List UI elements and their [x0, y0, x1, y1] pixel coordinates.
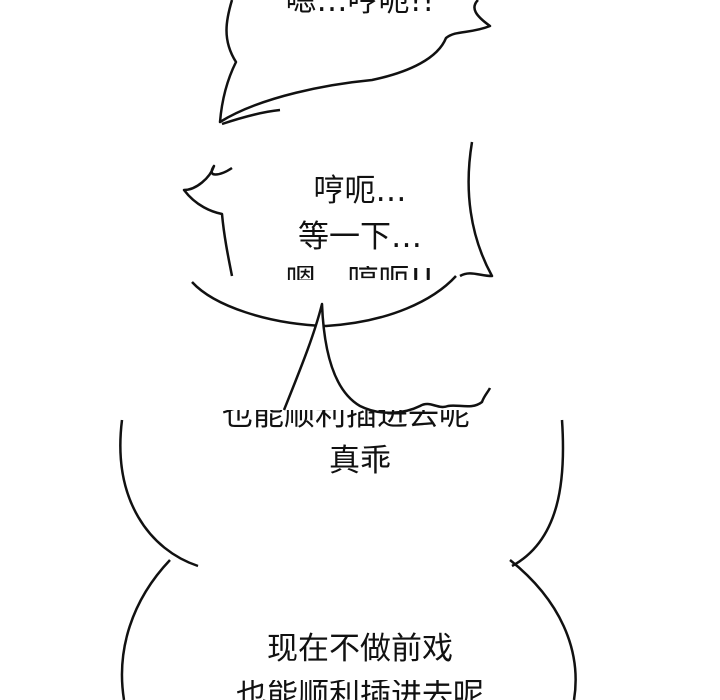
bubble-3-line-1-clip: 也能顺利插进去呢	[0, 410, 720, 434]
bubble-1-line-1: 嗯…哼呃!!	[285, 0, 435, 18]
bubble-1-outline	[218, 0, 492, 124]
bubble-1-text-clip: 嗯…哼呃!!	[0, 0, 720, 18]
bubble-2-line-3: 嗯，哼呃!!	[0, 266, 720, 280]
bubble-2-outline	[184, 108, 490, 327]
bubble-3-line-1: 也能顺利插进去呢	[222, 410, 470, 433]
bubble-2-line-2: 等一下…	[298, 219, 422, 255]
bubble-4-outline	[120, 559, 577, 700]
bubble-4-line-1: 现在不做前戏	[267, 631, 453, 667]
bubble-2-line-3-clip: 嗯，哼呃!!	[0, 266, 720, 280]
bubble-4-line-2: 也能顺利插进去呢	[236, 680, 484, 700]
bubble-3-outline	[119, 419, 565, 568]
bubble-4-line-2-clip: 也能顺利插进去呢	[0, 680, 720, 700]
bubble-2-tail	[282, 302, 492, 414]
bubble-3-line-2: 真乖	[329, 443, 391, 479]
bubble-2-line-1: 哼呃…	[313, 173, 407, 209]
bubble-2-edge	[182, 108, 494, 328]
